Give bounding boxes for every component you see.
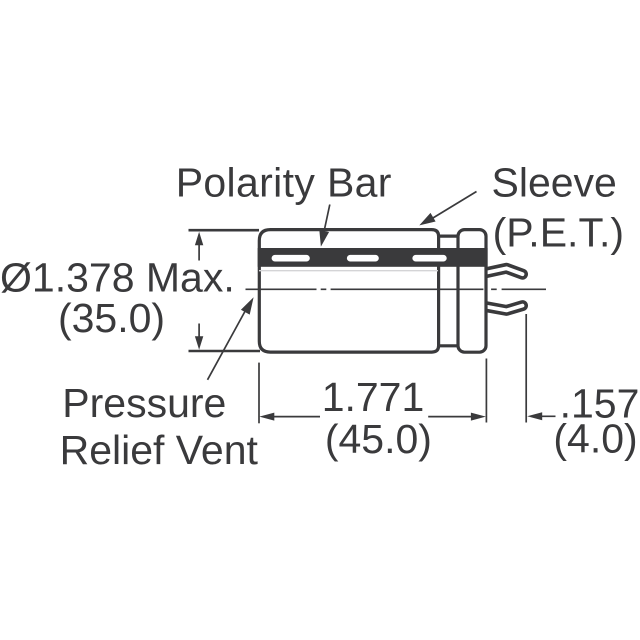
svg-text:(35.0): (35.0) <box>58 295 165 341</box>
svg-text:Pressure: Pressure <box>62 380 226 426</box>
svg-text:(P.E.T.): (P.E.T.) <box>493 210 624 256</box>
svg-text:Relief Vent: Relief Vent <box>60 427 259 473</box>
svg-text:(4.0): (4.0) <box>553 416 637 462</box>
svg-text:(45.0): (45.0) <box>325 416 432 462</box>
svg-text:Sleeve: Sleeve <box>492 160 617 206</box>
svg-text:.157: .157 <box>560 380 640 426</box>
svg-text:Polarity Bar: Polarity Bar <box>176 159 392 205</box>
svg-text:1.771: 1.771 <box>322 374 425 420</box>
svg-text:Ø1.378 Max.: Ø1.378 Max. <box>0 255 235 301</box>
